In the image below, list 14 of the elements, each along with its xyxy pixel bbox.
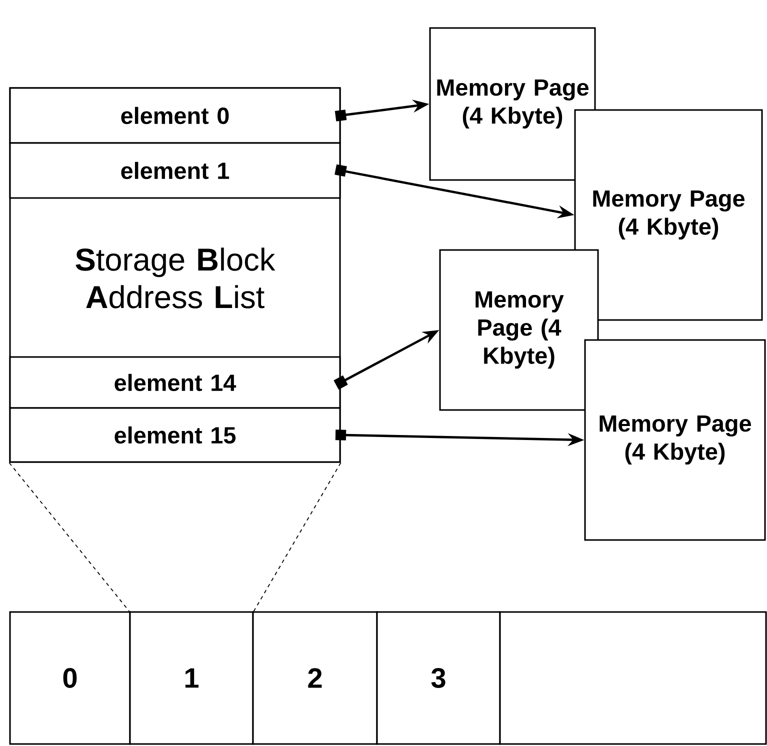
table-cell: 1 [129,611,254,745]
table-cell: 3 [376,611,501,745]
memory-page-box: Memory Page (4 Kbyte) [429,27,596,181]
memory-page-box: Memory Page (4 Kbyte) [439,249,599,411]
list-row: element 1 [9,142,341,199]
table-cell: 0 [9,611,131,745]
list-row: element 0 [9,87,341,144]
dashed-line [8,462,130,612]
table-cell: 2 [252,611,378,745]
memory-page-box: Memory Page (4 Kbyte) [574,109,763,321]
list-row: element 15 [9,407,341,463]
memory-page-box: Memory Page (4 Kbyte) [584,339,766,541]
list-row: element 14 [9,356,341,409]
dashed-line [253,462,342,612]
